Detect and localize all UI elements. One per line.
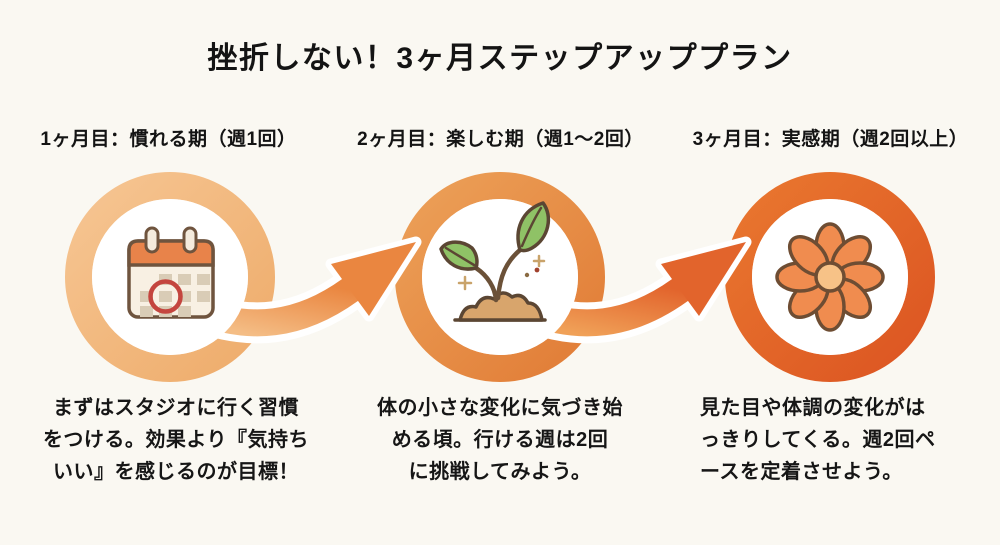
stage-1-heading: 1ヶ月目：慣れる期（週1回） <box>40 129 297 150</box>
stage-3-description: 見た目や体調の変化がは っきりしてくる。週2回ペ ースを定着させよう。 <box>700 397 936 483</box>
calendar-marked-day <box>148 279 183 314</box>
stage-1-ring <box>65 172 275 382</box>
stage-2-ring <box>395 172 605 382</box>
sprout-icon <box>439 201 551 322</box>
stage-2-heading: 2ヶ月目：楽しむ期（週1～2回） <box>357 129 644 150</box>
calendar-icon <box>127 226 215 319</box>
stage-2-description: 体の小さな変化に気づき始 める頃。行ける週は2回 に挑戦してみよう。 <box>377 397 623 483</box>
page-title: 挫折しない！3ヶ月ステップアッププラン <box>207 42 793 75</box>
flower-icon <box>775 222 885 332</box>
stage-1-description: まずはスタジオに行く習慣 をつける。効果より『気持ち いい』を感じるのが目標！ <box>42 397 310 483</box>
sparkle-accents <box>457 254 546 291</box>
stage-3-ring <box>725 172 935 382</box>
stage-3-heading: 3ヶ月目：実感期（週2回以上） <box>692 129 969 150</box>
